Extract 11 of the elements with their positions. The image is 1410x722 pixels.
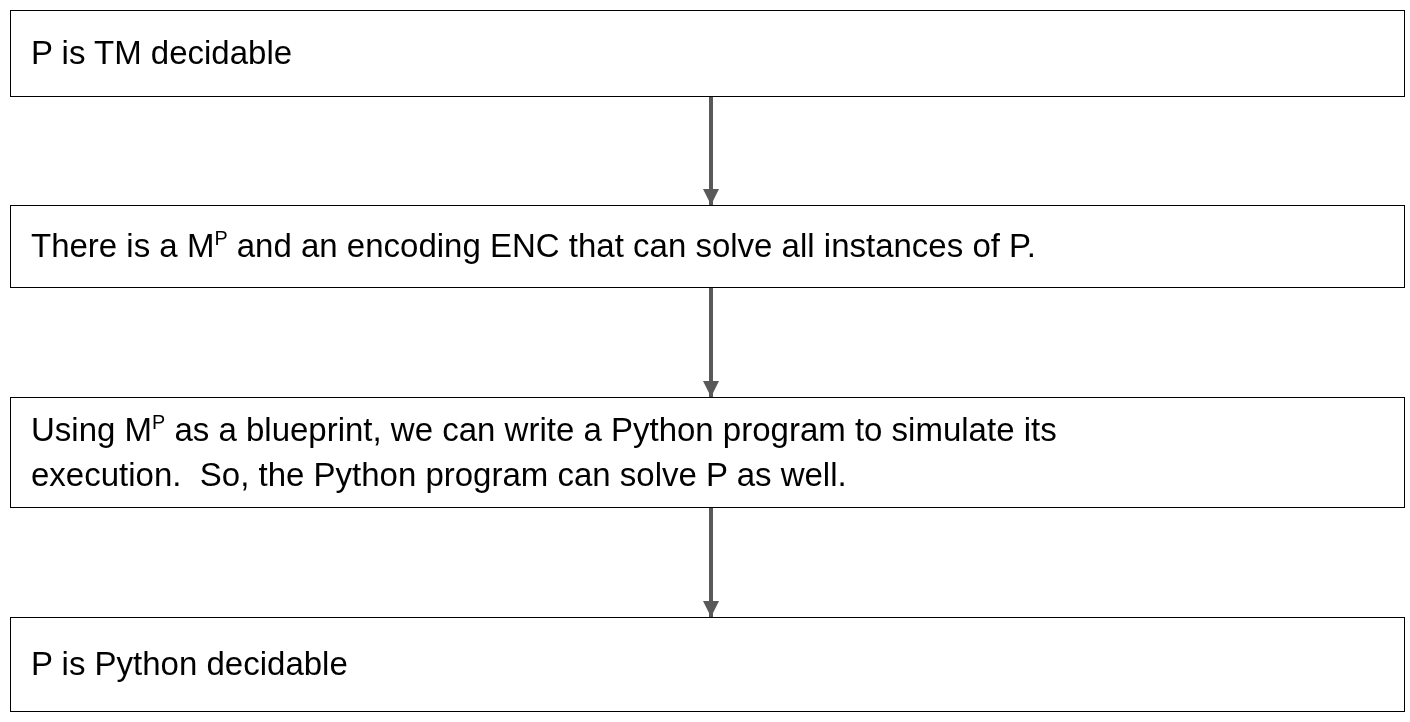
process-box	[10, 397, 1405, 508]
statement-text: Using M$^{P}$ as a blueprint, we can write a Python program to simulate its execution. So, the Python program can solve P as well.	[31, 409, 1058, 495]
statement-text: P is Python decidable	[31, 644, 348, 685]
process-box	[10, 10, 1405, 97]
arrow	[703, 97, 719, 205]
arrow	[703, 508, 719, 617]
process-box	[10, 617, 1405, 712]
process-box	[10, 205, 1405, 288]
arrow	[703, 288, 719, 397]
statement-text: There is a M$^{P}$ and an encoding ENC that can solve all instances of P.	[31, 226, 1036, 267]
statement-text: P is TM decidable	[31, 33, 293, 74]
